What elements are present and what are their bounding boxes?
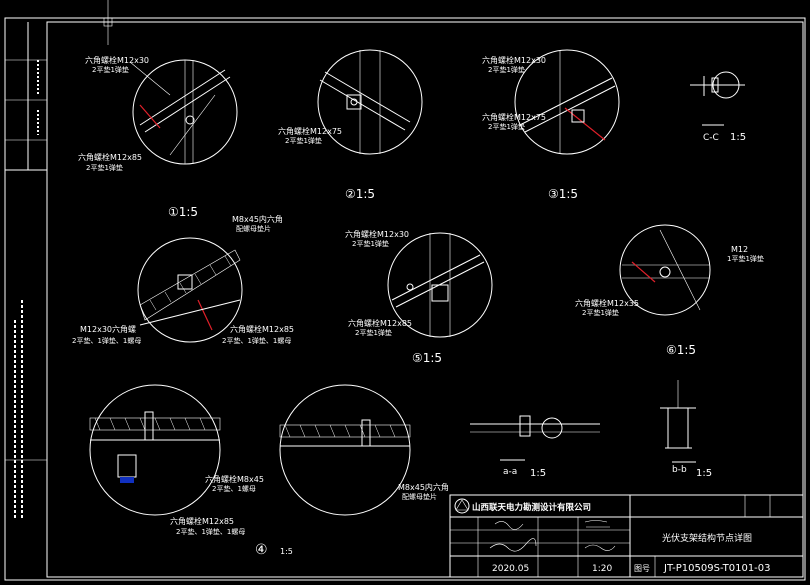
- d5-bot-text: 六角螺栓M12x85: [348, 318, 412, 328]
- company-logo-icon: [454, 498, 470, 514]
- d4a-bolt-sub: 配螺母垫片: [236, 224, 271, 233]
- inner-frame: [46, 21, 804, 578]
- cc-label: C-C: [703, 133, 719, 143]
- detail-2: [317, 49, 423, 155]
- d4-bolt-text: 六角螺栓M8x45: [205, 474, 264, 484]
- d6-label: ⑥1:5: [666, 343, 696, 357]
- d3-mid-text: 六角螺栓M12x75: [482, 112, 546, 122]
- d4a-m12-text: M12x30六角螺: [80, 324, 136, 334]
- side-notes: [14, 60, 39, 520]
- drawing-no-label: 图号: [634, 564, 650, 573]
- d4r-bolt-text: M8x45内六角: [398, 482, 449, 492]
- drawing-number: JT-P10509S-T0101-03: [663, 563, 771, 574]
- d6-m12-sub: 1平垫1弹垫: [727, 254, 764, 263]
- detail-6: [619, 224, 711, 316]
- aa-scale: 1:5: [530, 468, 546, 479]
- company-name: 山西联天电力勘测设计有限公司: [472, 502, 591, 513]
- d2-mid-sub: 2平垫1弹垫: [285, 136, 322, 145]
- title-block: [449, 494, 804, 578]
- d3-top-sub: 2平垫1弹垫: [488, 65, 525, 74]
- scale-value: 1:20: [592, 564, 612, 574]
- d4a-r-sub: 2平垫、1弹垫、1螺母: [222, 336, 291, 345]
- d4-label: ④: [255, 542, 268, 558]
- aa-label: a-a: [503, 467, 517, 477]
- d4a-bolt-text: M8x45内六角: [232, 214, 283, 224]
- d4a-r-text: 六角螺栓M12x85: [230, 324, 294, 334]
- section-bb: [660, 380, 696, 463]
- d1-label: ①1:5: [168, 205, 198, 219]
- detail-4a: [137, 237, 243, 343]
- d4-bot-sub: 2平垫、1弹垫、1螺母: [176, 527, 245, 536]
- detail-4-right: [279, 384, 411, 516]
- d1-top-text: 六角螺栓M12x30: [85, 55, 149, 65]
- section-aa: [470, 415, 600, 461]
- cc-scale: 1:5: [730, 132, 746, 143]
- d3-label: ③1:5: [548, 187, 578, 201]
- bb-scale: 1:5: [696, 468, 712, 479]
- bb-label: b-b: [672, 465, 687, 475]
- detail-1: [129, 59, 238, 165]
- d2-mid-text: 六角螺栓M12x75: [278, 126, 342, 136]
- d4-bolt-sub: 2平垫、1螺母: [212, 484, 256, 493]
- section-cc: [690, 71, 745, 126]
- outer-frame: [4, 17, 806, 581]
- d2-label: ②1:5: [345, 187, 375, 201]
- d6-m12-text: M12: [731, 245, 748, 254]
- date-value: 2020.05: [492, 564, 529, 574]
- d4a-m12-sub: 2平垫、1弹垫、1螺母: [72, 336, 141, 345]
- detail-5: [387, 232, 493, 338]
- d5-label: ⑤1:5: [412, 351, 442, 365]
- d6-bot-text: 六角螺栓M12x35: [575, 298, 639, 308]
- d4-scale: 1:5: [280, 547, 293, 556]
- detail-4-left: [89, 384, 221, 516]
- d4r-bolt-sub: 配螺母垫片: [402, 492, 437, 501]
- detail-3: [514, 49, 620, 155]
- d1-bot-sub: 2平垫1弹垫: [86, 163, 123, 172]
- d1-top-sub: 2平垫1弹垫: [92, 65, 129, 74]
- d5-top-sub: 2平垫1弹垫: [352, 239, 389, 248]
- d3-mid-sub: 2平垫1弹垫: [488, 122, 525, 131]
- d5-top-text: 六角螺栓M12x30: [345, 229, 409, 239]
- d5-bot-sub: 2平垫1弹垫: [355, 328, 392, 337]
- d4-bot-text: 六角螺栓M12x85: [170, 516, 234, 526]
- d6-bot-sub: 2平垫1弹垫: [582, 308, 619, 317]
- d3-top-text: 六角螺栓M12x30: [482, 55, 546, 65]
- drawing-title: 光伏支架结构节点详图: [662, 532, 752, 544]
- d1-bot-text: 六角螺栓M12x85: [78, 152, 142, 162]
